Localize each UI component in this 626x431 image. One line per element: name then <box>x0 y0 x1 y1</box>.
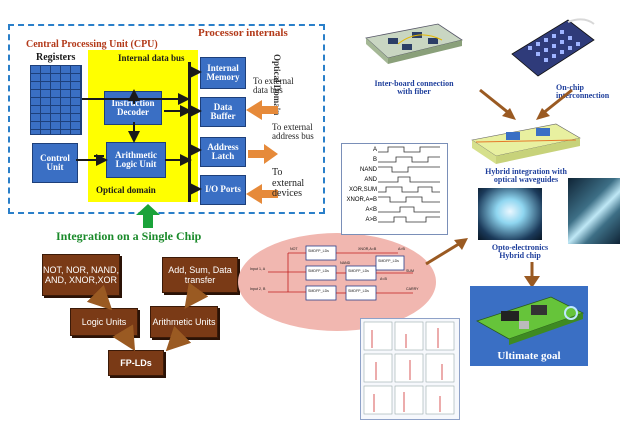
circuit-node-5: SMDFP_LDs <box>348 289 369 293</box>
ultimate-goal-board <box>476 296 585 345</box>
ultimate-goal-caption: Ultimate goal <box>497 350 561 362</box>
integration-arrows <box>86 282 209 352</box>
circuit-note-carry: CARRY <box>406 287 419 291</box>
waveform-traces <box>378 146 440 223</box>
hybrid-waveguide-image <box>471 123 581 164</box>
internal-memory-box: Internal Memory <box>200 57 246 89</box>
circuit-note-not: NOT <box>290 247 298 251</box>
circuit-node-1: SMDFP_LDs <box>308 249 329 253</box>
processor-internals-panel <box>8 24 325 214</box>
waveform-label-a: A <box>372 147 377 153</box>
waveform-label-xnor: XNOR,A=B <box>346 197 377 203</box>
waveform-label-nand: NAND <box>359 167 377 173</box>
waveform-plot <box>341 143 448 235</box>
converge-arrows <box>479 88 573 120</box>
down-arrow <box>524 262 540 288</box>
instruction-decoder-box: Instruction Decoder <box>104 91 162 125</box>
ellipse-to-hybrid-arrow <box>425 238 468 266</box>
green-up-arrow <box>136 204 160 228</box>
fp-lds-box: FP-LDs <box>108 350 164 376</box>
cpu-connectors <box>76 66 202 195</box>
address-latch-box: Address Latch <box>200 137 246 167</box>
onchip-image <box>511 18 595 77</box>
circuit-node-3: SMDFP_LDs <box>348 269 369 273</box>
internal-bus-label: Internal data bus <box>118 53 185 63</box>
to-external-data-bus-label: To external data bus <box>253 76 294 96</box>
to-external-devices-label: To external devices <box>272 167 305 199</box>
internal-bus-line <box>188 62 191 202</box>
circuit-note-input2: Input 2, B <box>250 287 266 291</box>
external-arrows <box>246 100 278 204</box>
glass-chip-image <box>568 178 620 244</box>
opto-chip-image <box>478 188 542 240</box>
to-external-address-bus-label: To external address bus <box>272 122 314 142</box>
circuit-diagram: SMDFP_LDs SMDFP_LDs SMDFP_LDs SMDFP_LDs … <box>250 245 419 301</box>
registers-label: Registers <box>36 52 76 63</box>
cpu-title: Central Processing Unit (CPU) <box>26 39 158 50</box>
measurement-graphs <box>363 321 455 415</box>
opto-caption: Opto-electronics Hybrid chip <box>491 243 549 261</box>
waveform-label-and: AND <box>364 177 377 183</box>
registers-stack <box>30 65 82 135</box>
optical-domain-label: Optical domain <box>96 185 156 195</box>
integration-title: Integration on a Single Chip <box>56 229 202 243</box>
circuit-node-4: SMDFP_LDs <box>308 289 329 293</box>
waveform-label-altb: A<B <box>365 207 377 213</box>
circuit-note-agtb: A>B <box>398 247 405 251</box>
waveform-label-xor-sum: XOR,SUM <box>348 187 377 193</box>
circuit-node-6: SMDFP_LDs <box>378 259 399 263</box>
io-ports-box: I/O Ports <box>200 175 246 205</box>
circuit-note-sum: SUM <box>406 269 414 273</box>
processor-internals-title: Processor internals <box>198 27 288 39</box>
data-buffer-box: Data Buffer <box>200 97 246 127</box>
waveform-label-b: B <box>372 157 377 163</box>
circuit-node-2: SMDFP_LDs <box>308 269 329 273</box>
interboard-board-image <box>365 23 463 64</box>
circuit-ellipse <box>238 233 436 331</box>
interboard-caption: Inter-board connection with fiber <box>374 79 454 97</box>
circuit-note-xnor: XNOR,A=B <box>358 247 377 251</box>
waveform-label-agtb: A>B <box>365 217 377 223</box>
circuit-note-nand: NAND <box>340 261 351 265</box>
onchip-caption: On-chip interconnection <box>556 83 610 101</box>
circuit-note-altb: A<B <box>380 277 387 281</box>
control-unit-box: Control Unit <box>32 143 78 183</box>
circuit-note-input1: Input 1, A <box>250 267 266 271</box>
hybrid-caption: Hybrid integration with optical waveguid… <box>485 167 567 185</box>
